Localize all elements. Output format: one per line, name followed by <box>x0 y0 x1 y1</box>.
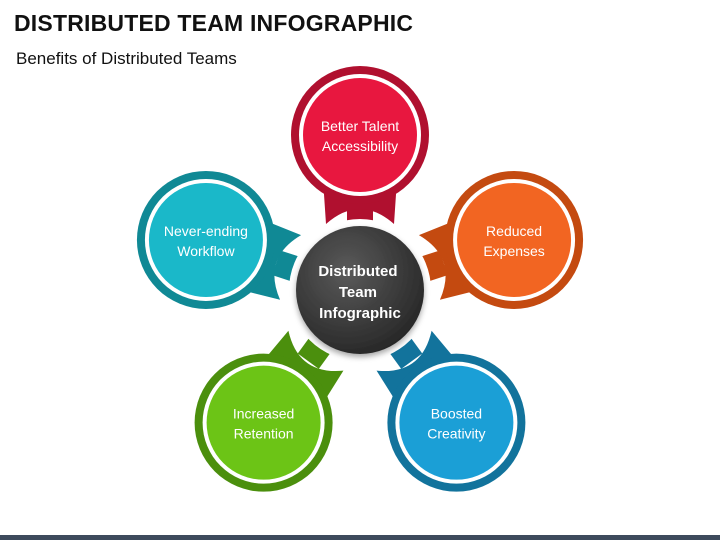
petal-workflow-inner <box>148 182 263 297</box>
petal-talent-label-line-2: Accessibility <box>322 138 398 154</box>
petal-creativity-inner <box>399 365 514 480</box>
petal-talent-inner <box>303 78 417 192</box>
petal-retention-label-line-1: Increased <box>233 406 294 422</box>
page-subtitle: Benefits of Distributed Teams <box>16 49 237 68</box>
petal-creativity-label-line-1: Boosted <box>431 406 482 422</box>
petal-expenses-label-line-2: Expenses <box>483 243 544 259</box>
center-circle <box>296 226 424 354</box>
center-label-line-1: Distributed <box>318 263 397 280</box>
petal-expenses-label-line-1: Reduced <box>486 223 542 239</box>
svg-text:Distributed Team I: Distributed Team Infographic <box>318 263 401 322</box>
page-title: DISTRIBUTED TEAM INFOGRAPHIC <box>14 10 414 36</box>
petal-retention-label-line-2: Retention <box>234 426 294 442</box>
petal-workflow-label-line-1: Never-ending <box>164 223 248 239</box>
petal-workflow-label-line-2: Workflow <box>177 243 235 259</box>
petal-talent-label-line-1: Better Talent <box>321 118 399 134</box>
center-label-line-3: Infographic <box>319 305 401 322</box>
center-label-line-2: Team <box>339 284 377 301</box>
petal-retention-inner <box>206 365 321 480</box>
petal-expenses-inner <box>457 182 572 297</box>
footer-bar <box>0 535 720 540</box>
petal-creativity-label-line-2: Creativity <box>427 426 485 442</box>
